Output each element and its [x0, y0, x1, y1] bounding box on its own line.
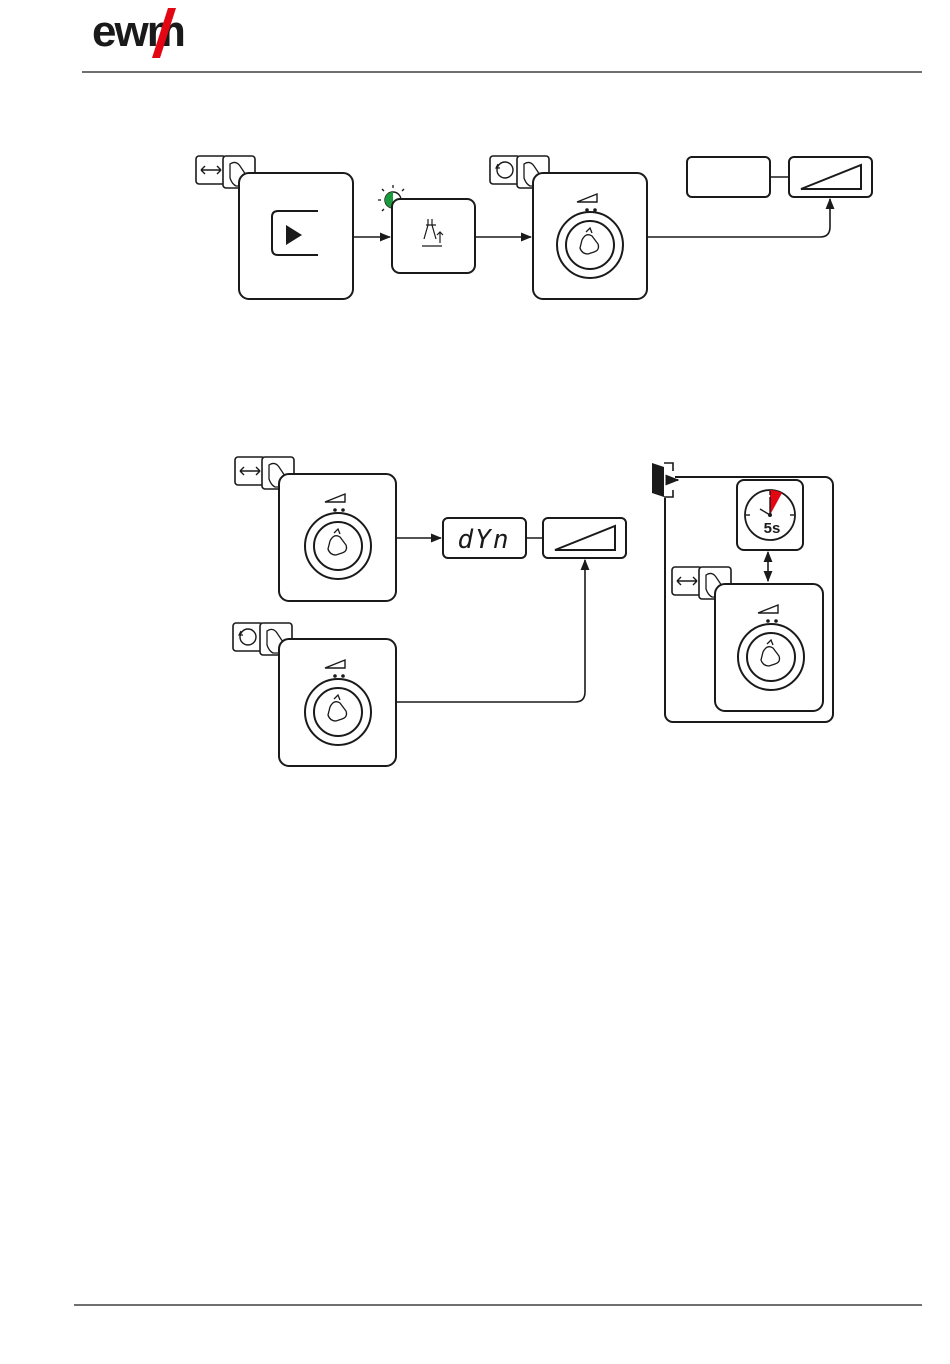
diagram-bottom: dYn: [0, 0, 950, 805]
timer-label: 5s: [764, 520, 781, 537]
flow-arrow: [396, 560, 585, 702]
exit-door-icon[interactable]: [651, 462, 678, 498]
display-text: dYn: [458, 525, 511, 555]
